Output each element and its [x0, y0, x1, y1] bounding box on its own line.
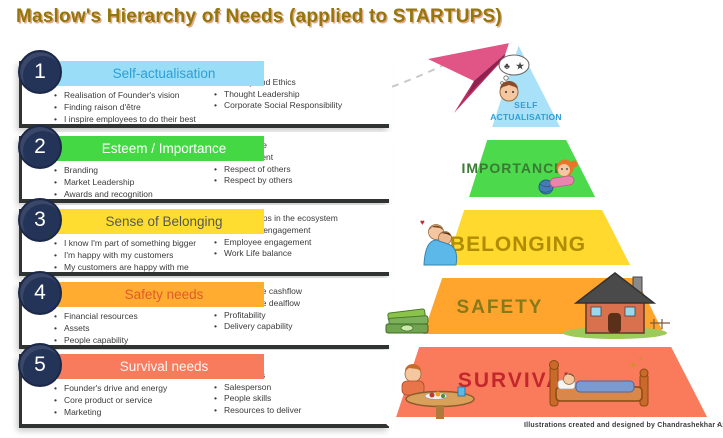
pyramid-label: BELONGING [450, 233, 586, 256]
house-icon [563, 272, 670, 339]
attribution-text: Illustrations created and designed by Ch… [524, 422, 723, 429]
bullet-item: Branding [52, 165, 153, 177]
bullet-item: Core product or service [52, 395, 167, 407]
pyramid-label-line: ACTUALISATION [490, 112, 561, 122]
bullet-item: People skills [212, 393, 301, 405]
pyramid-label: IMPORTANCE [461, 160, 564, 176]
level-heading: Safety needs [30, 282, 264, 307]
bullet-item: People capability [52, 335, 138, 347]
bullet-item: Respect of others [212, 164, 293, 176]
svg-text:★: ★ [630, 361, 637, 369]
needs-pyramid: ♣ ★ SELF ACTUALISATION IMPORTANCE BELONG… [385, 31, 719, 427]
bullet-item: Finding raison d'être [52, 102, 196, 114]
level-heading: Sense of Belonging [30, 209, 264, 234]
pyramid-label: SAFETY [457, 297, 544, 318]
bullet-item: Financial resources [52, 311, 138, 323]
svg-text:★: ★ [516, 61, 525, 71]
level-left-bullets: I know I'm part of something bigger I'm … [52, 238, 196, 273]
level-heading: Self-actualisation [30, 61, 264, 86]
bullet-item: Market Leadership [52, 177, 153, 189]
level-left-bullets: Founder's drive and energy Core product … [52, 383, 167, 418]
svg-text:♣: ♣ [504, 61, 510, 71]
bullet-item: Awards and recognition [52, 189, 153, 201]
bullet-item: Marketing [52, 407, 167, 419]
level-number-badge: 3 [18, 198, 62, 242]
level-left-bullets: Realisation of Founder's vision Finding … [52, 90, 196, 125]
level-number-badge: 5 [18, 343, 62, 387]
girl-playing-icon [538, 159, 578, 195]
level-left-bullets: Branding Market Leadership Awards and re… [52, 165, 153, 200]
bullet-item: Assets [52, 323, 138, 335]
bullet-item: Corporate Social Responsibility [212, 100, 342, 112]
level-card-self-actualisation: 1 Self-actualisation Realisation of Foun… [18, 50, 392, 125]
eating-person-icon [401, 364, 475, 419]
hugging-couple-icon: ♥ [420, 218, 458, 266]
sleeping-person-bed-icon: ★ ★ [549, 357, 649, 407]
bullet-item: Thought Leadership [212, 89, 342, 101]
bullet-item: Salesperson [212, 382, 301, 394]
bullet-item: Realisation of Founder's vision [52, 90, 196, 102]
bullet-item: Work Life balance [212, 248, 338, 260]
pyramid-label: SURVIVAL [458, 369, 578, 392]
bullet-item: Respect by others [212, 175, 293, 187]
thinking-founder-icon: ♣ ★ [498, 54, 530, 102]
bullet-item: I'm happy with my customers [52, 250, 196, 262]
bullet-item: Resources to deliver [212, 405, 301, 417]
bullet-item: Founder's drive and energy [52, 383, 167, 395]
bullet-item: I inspire employees to do their best [52, 114, 196, 126]
bullet-item: Profitability [212, 310, 302, 322]
level-card-belonging: 3 Sense of Belonging I know I'm part of … [18, 198, 392, 273]
bullet-item: My customers are happy with me [52, 262, 196, 274]
svg-text:★: ★ [638, 357, 643, 363]
level-number-badge: 4 [18, 271, 62, 315]
level-heading: Esteem / Importance [30, 136, 264, 161]
pyramid-label-line: SELF [514, 100, 538, 110]
bullet-item: Delivery capability [212, 321, 302, 333]
svg-text:♥: ♥ [420, 218, 425, 227]
level-left-bullets: Financial resources Assets People capabi… [52, 311, 138, 346]
bullet-item: Employee engagement [212, 237, 338, 249]
page-title: Maslow's Hierarchy of Needs (applied to … [16, 6, 502, 27]
bullet-item: I know I'm part of something bigger [52, 238, 196, 250]
level-number-badge: 2 [18, 125, 62, 169]
level-card-esteem: 2 Esteem / Importance Branding Market Le… [18, 125, 392, 200]
level-number-badge: 1 [18, 50, 62, 94]
level-card-survival: 5 Survival needs Founder's drive and ene… [18, 343, 392, 424]
cash-stack-icon [385, 308, 429, 334]
level-heading: Survival needs [30, 354, 264, 379]
level-card-safety: 4 Safety needs Financial resources Asset… [18, 271, 392, 346]
